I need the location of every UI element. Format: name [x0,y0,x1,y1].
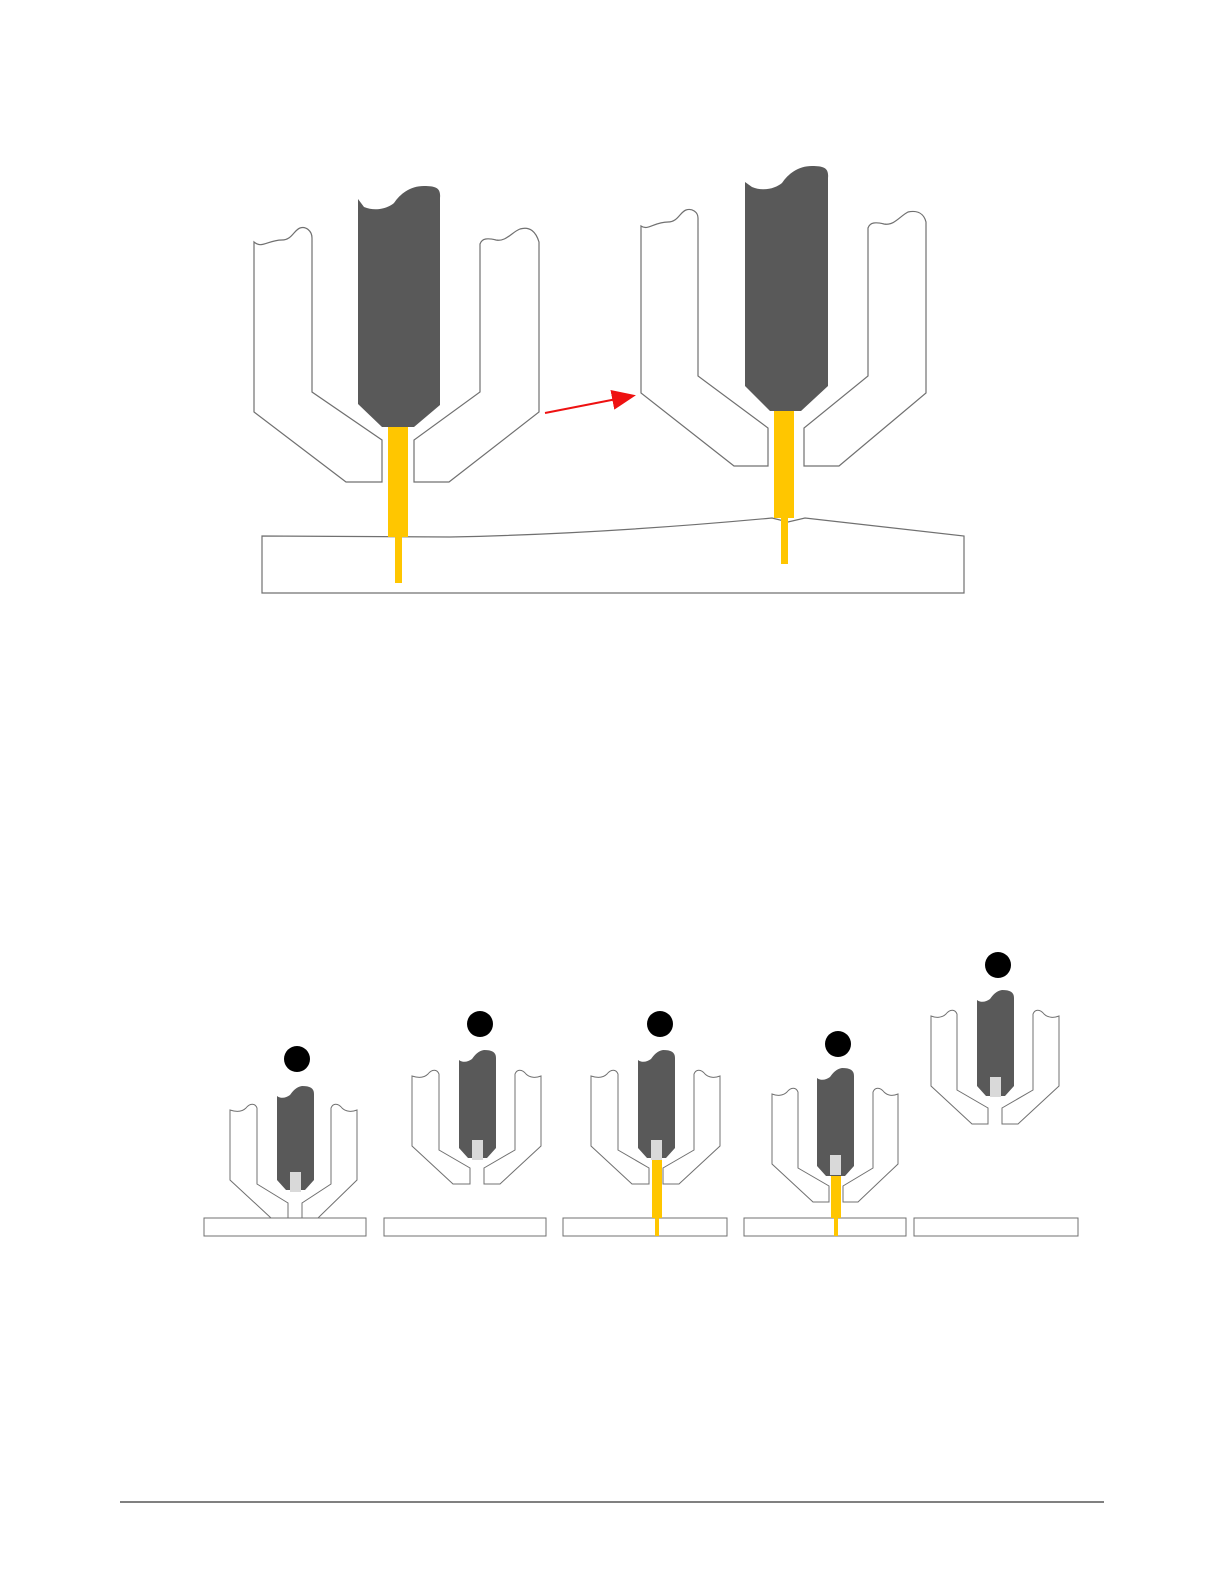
red-arrow [545,396,632,413]
workpiece-bed [744,1218,906,1236]
retracted-filament [651,1140,662,1160]
retracted-filament [990,1077,1001,1097]
step-3-assembly [591,1011,720,1236]
bottom-panel [204,952,1078,1236]
workpiece-bed [384,1218,546,1236]
filament-deposit [834,1218,838,1236]
nozzle-body [358,186,440,427]
retracted-filament [472,1140,483,1160]
workpiece-bed [563,1218,727,1236]
filament-deposit [781,518,788,564]
step-4-assembly [772,1031,898,1236]
black-dot [647,1011,673,1037]
filament-deposit [395,536,402,583]
workpiece-bed [262,518,964,593]
nozzle-assembly-after [641,166,926,564]
step-5-assembly [931,952,1059,1124]
workpiece-bed [204,1218,366,1236]
nozzle-body [745,166,828,411]
retracted-filament [830,1155,841,1175]
filament-strand [774,408,794,518]
filament-deposit [655,1218,659,1236]
black-dot [284,1046,310,1072]
black-dot [467,1011,493,1037]
black-dot [985,952,1011,978]
black-dot [825,1031,851,1057]
step-2-assembly [412,1011,541,1184]
workpiece-bed [914,1218,1078,1236]
filament-strand [831,1174,841,1218]
filament-strand [652,1158,662,1218]
top-panel [254,166,964,593]
nozzle-assembly-before [254,186,539,583]
step-1-assembly [230,1046,357,1218]
filament-strand [388,424,408,537]
retracted-filament [290,1172,301,1192]
